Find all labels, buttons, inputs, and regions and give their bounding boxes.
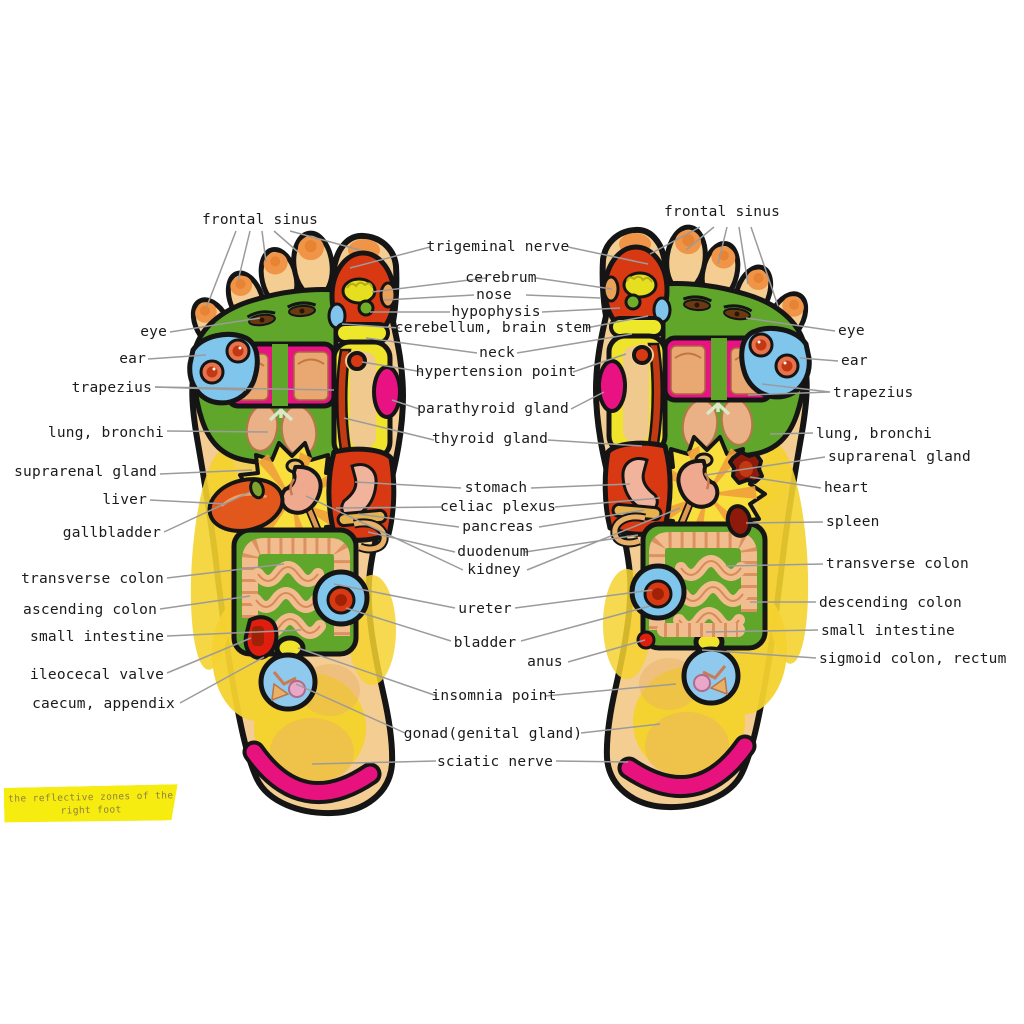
label-right-spleen: spleen: [826, 514, 880, 530]
label-center-cerebellum-brain-stem: cerebellum, brain stem: [394, 320, 592, 336]
left-foot-diagram: [207, 477, 285, 660]
zone-eye: [246, 310, 276, 327]
zone-hypophysis: [357, 299, 375, 317]
caption-line2: right foot: [60, 804, 122, 817]
label-center-hypophysis: hypophysis: [451, 304, 541, 320]
zone-parathyroid: [372, 365, 402, 419]
label-left-ascending-colon: ascending colon: [23, 602, 157, 618]
foot-sole-artwork: [187, 230, 406, 817]
label-left-liver: liver: [102, 492, 147, 508]
label-center-stomach: stomach: [464, 480, 528, 496]
label-left-trapezius: trapezius: [71, 380, 152, 396]
label-right-small-intestine: small intestine: [821, 623, 955, 639]
label-left-ileocecal-valve: ileocecal valve: [30, 667, 164, 683]
label-right-ear: ear: [841, 353, 868, 369]
label-center-ureter: ureter: [458, 601, 512, 617]
label-right-heart: heart: [824, 480, 869, 496]
label-center-thyroid-gland: thyroid gland: [431, 431, 549, 447]
label-center-neck: neck: [479, 345, 515, 361]
right-foot-diagram: [596, 225, 815, 807]
zone-gallbladder: [249, 478, 265, 500]
label-center-anus: anus: [527, 654, 563, 670]
label-right-transverse-colon: transverse colon: [826, 556, 969, 572]
label-center-trigeminal-nerve: trigeminal nerve: [426, 239, 570, 255]
zone-hypertension-point: [347, 351, 367, 371]
zone-spleen: [725, 504, 753, 538]
leader-lines: [147, 226, 839, 765]
label-center-gonad: gonad(genital gland): [403, 726, 583, 742]
label-center-kidney: kidney: [467, 562, 521, 578]
label-left-transverse-colon: transverse colon: [21, 571, 164, 587]
label-center-bladder: bladder: [453, 635, 517, 651]
label-right-descending-colon: descending colon: [819, 595, 962, 611]
label-left-frontal-sinus: frontal sinus: [202, 212, 319, 228]
label-right-eye: eye: [838, 323, 865, 339]
label-center-hypertension-point: hypertension point: [415, 364, 577, 380]
label-left-suprarenal-gland: suprarenal gland: [14, 464, 157, 480]
label-left-lung-bronchi: lung, bronchi: [47, 425, 164, 441]
label-center-pancreas: pancreas: [462, 519, 534, 535]
label-right-suprarenal-gland: suprarenal gland: [828, 449, 971, 465]
label-center-duodenum: duodenum: [457, 544, 529, 560]
label-right-lung-bronchi: lung, bronchi: [816, 426, 933, 442]
label-right-frontal-sinus: frontal sinus: [664, 204, 781, 220]
label-right-trapezius: trapezius: [833, 385, 914, 401]
label-center-cerebrum: cerebrum: [465, 270, 537, 286]
label-left-small-intestine: small intestine: [30, 629, 164, 645]
label-center-nose: nose: [476, 287, 512, 303]
label-right-sigmoid-colon-rectum: sigmoid colon, rectum: [819, 651, 1007, 667]
label-center-celiac-plexus: celiac plexus: [439, 499, 557, 515]
label-left-gallbladder: gallbladder: [62, 525, 161, 541]
caption-highlight: the reflective zones of the right foot: [4, 784, 179, 824]
zone-kidney: [279, 464, 323, 515]
label-center-insomnia-point: insomnia point: [431, 688, 557, 704]
zone-anus: [636, 630, 656, 650]
label-center-sciatic-nerve: sciatic nerve: [436, 754, 554, 770]
label-left-eye: eye: [140, 324, 167, 340]
label-center-parathyroid-gland: parathyroid gland: [417, 401, 569, 417]
label-left-caecum-appendix: caecum, appendix: [32, 696, 175, 712]
label-left-ear: ear: [119, 351, 146, 367]
